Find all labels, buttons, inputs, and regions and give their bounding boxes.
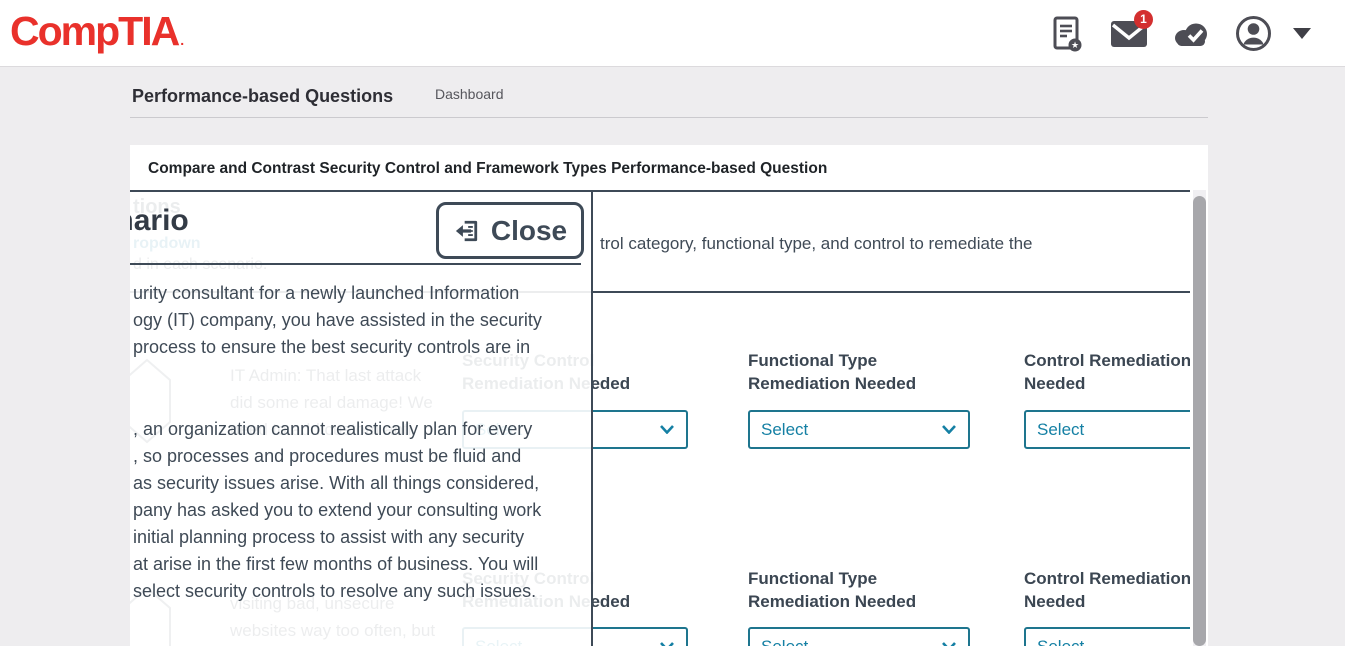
mail-badge: 1 [1134, 9, 1153, 29]
comptia-logo: CompTIA. [10, 8, 184, 54]
instruction-text-fragment: trol category, functional type, and cont… [600, 234, 1033, 253]
functional-type-select-row2[interactable]: Select [748, 627, 970, 646]
breadcrumb-dashboard-link[interactable]: Dashboard [435, 86, 504, 102]
question-title: Compare and Contrast Security Control an… [148, 160, 828, 177]
vertical-scrollbar [1193, 190, 1206, 646]
close-button[interactable]: Close [436, 202, 584, 259]
cloud-sync-icon[interactable] [1171, 12, 1211, 56]
control-remediation-select-row1[interactable]: Select [1024, 410, 1190, 449]
account-caret-down-icon[interactable] [1293, 12, 1315, 56]
breadcrumb-divider [130, 117, 1208, 118]
mail-icon[interactable]: 1 [1109, 9, 1153, 56]
question-card: Compare and Contrast Security Control an… [130, 145, 1208, 646]
scenario-modal-heading: Scenario [130, 204, 189, 237]
card-header-rule [130, 190, 1190, 192]
control-remediation-select-row2[interactable]: Select [1024, 627, 1190, 646]
page-title: Performance-based Questions [132, 86, 394, 106]
chevron-down-icon [942, 425, 956, 434]
scrollbar-thumb[interactable] [1193, 196, 1206, 646]
question-scroll-viewport: trol category, functional type, and cont… [130, 190, 1190, 646]
chevron-down-icon [660, 642, 674, 646]
top-header-bar: CompTIA. ★ 1 [0, 0, 1345, 67]
instructions-divider [130, 291, 1190, 293]
account-icon[interactable] [1233, 12, 1273, 56]
chevron-down-icon [942, 642, 956, 646]
notes-document-icon[interactable]: ★ [1047, 12, 1087, 56]
scenario-text-paragraph-1: urity consultant for a newly launched In… [133, 283, 542, 357]
logo-registered-mark: . [180, 32, 184, 48]
svg-text:★: ★ [1071, 40, 1079, 50]
functional-type-select-row1[interactable]: Select [748, 410, 970, 449]
scenario-modal [130, 192, 593, 646]
modal-header-rule [130, 263, 581, 265]
chevron-down-icon [660, 425, 674, 434]
scenario-text-paragraph-2: , an organization cannot realistically p… [133, 419, 542, 601]
exit-icon [455, 220, 478, 241]
